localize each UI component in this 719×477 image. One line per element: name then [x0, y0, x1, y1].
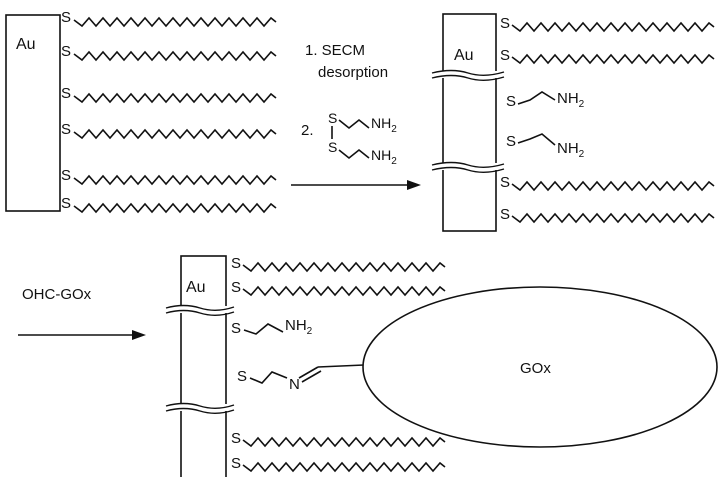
alkyl-chain — [511, 212, 715, 224]
enzyme-label: GOx — [520, 360, 551, 377]
break-mark-icon — [165, 407, 235, 414]
sulfur-atom: S — [61, 167, 71, 184]
alkyl-chain — [511, 53, 715, 65]
imine-double-bond — [301, 370, 322, 383]
sulfur-atom: S — [231, 320, 241, 337]
gold-electrode-1 — [5, 14, 61, 212]
alkyl-chain — [73, 202, 277, 214]
imine-nitrogen: N — [289, 376, 300, 393]
step1-line2: desorption — [318, 64, 388, 81]
sulfur-atom: S — [61, 195, 71, 212]
break-mark-icon — [431, 69, 505, 76]
break-gap — [165, 306, 235, 313]
ethyl-linker — [517, 133, 556, 146]
ethyl-linker — [517, 91, 556, 105]
alkyl-chain — [73, 16, 277, 28]
break-mark-icon — [165, 304, 235, 311]
sulfur-atom: S — [506, 133, 516, 150]
panel-amine-patterned: Au S S S S S S NH2 NH2 — [431, 13, 715, 232]
enzyme-tether — [317, 364, 365, 368]
sulfur-atom: S — [500, 15, 510, 32]
step2-number: 2. — [301, 122, 314, 139]
amine-group: NH2 — [371, 147, 397, 167]
sulfur-atom: S — [61, 121, 71, 138]
alkyl-chain — [73, 50, 277, 62]
alkyl-chain — [242, 461, 446, 473]
gold-electrode-3 — [180, 255, 227, 477]
arrow-head — [407, 180, 421, 190]
panel-initial-sam: Au S S S S S S — [5, 9, 277, 214]
ethyl-linker — [243, 323, 284, 335]
gox-enzyme — [362, 286, 718, 448]
amine-group: NH2 — [557, 90, 585, 110]
sulfur-atom: S — [500, 206, 510, 223]
alkyl-chain — [242, 261, 446, 273]
amine-group: NH2 — [285, 317, 313, 337]
ethyl-linker — [338, 118, 370, 130]
alkyl-chain — [242, 285, 446, 297]
gold-label-1: Au — [16, 36, 36, 53]
amine-group: NH2 — [371, 115, 397, 135]
reagent-label: OHC-GOx — [22, 286, 92, 303]
break-mark-icon — [431, 161, 505, 168]
break-gap — [165, 404, 235, 411]
sulfur-atom: S — [500, 174, 510, 191]
alkyl-chain — [73, 92, 277, 104]
alkyl-chain — [511, 21, 715, 33]
break-mark-icon — [431, 166, 505, 173]
sulfur-atom: S — [231, 430, 241, 447]
alkyl-chain — [73, 174, 277, 186]
break-gap — [431, 163, 505, 170]
sulfur-atom: S — [237, 368, 247, 385]
imine-double-bond — [298, 366, 319, 379]
step-annotations: 1. SECM desorption 2. S S NH2 NH2 — [291, 42, 421, 190]
sulfur-atom: S — [231, 279, 241, 296]
gold-label-2: Au — [454, 47, 474, 64]
sulfur-atom: S — [61, 43, 71, 60]
sulfur-atom: S — [328, 139, 337, 155]
sulfur-atom: S — [328, 110, 337, 126]
step1-line1: 1. SECM — [305, 42, 365, 59]
sulfur-atom: S — [506, 93, 516, 110]
ethyl-linker — [338, 148, 370, 160]
alkyl-chain — [73, 128, 277, 140]
break-gap — [431, 71, 505, 78]
break-mark-icon — [165, 402, 235, 409]
sulfur-atom: S — [61, 9, 71, 26]
arrow-head — [132, 330, 146, 340]
break-mark-icon — [165, 309, 235, 316]
alkyl-chain — [242, 436, 446, 448]
imine-linker — [249, 371, 288, 384]
alkyl-chain — [511, 180, 715, 192]
break-mark-icon — [431, 74, 505, 81]
sulfur-atom: S — [231, 455, 241, 472]
step3-annotation: OHC-GOx — [18, 286, 146, 340]
gold-electrode-2 — [442, 13, 497, 232]
sulfur-atom: S — [231, 255, 241, 272]
amine-group: NH2 — [557, 140, 585, 160]
sulfur-atom: S — [500, 47, 510, 64]
sulfur-atom: S — [61, 85, 71, 102]
panel-enzyme-immobilized: Au S S S S S S NH2 N GOx — [165, 255, 718, 477]
gold-label-3: Au — [186, 279, 206, 296]
